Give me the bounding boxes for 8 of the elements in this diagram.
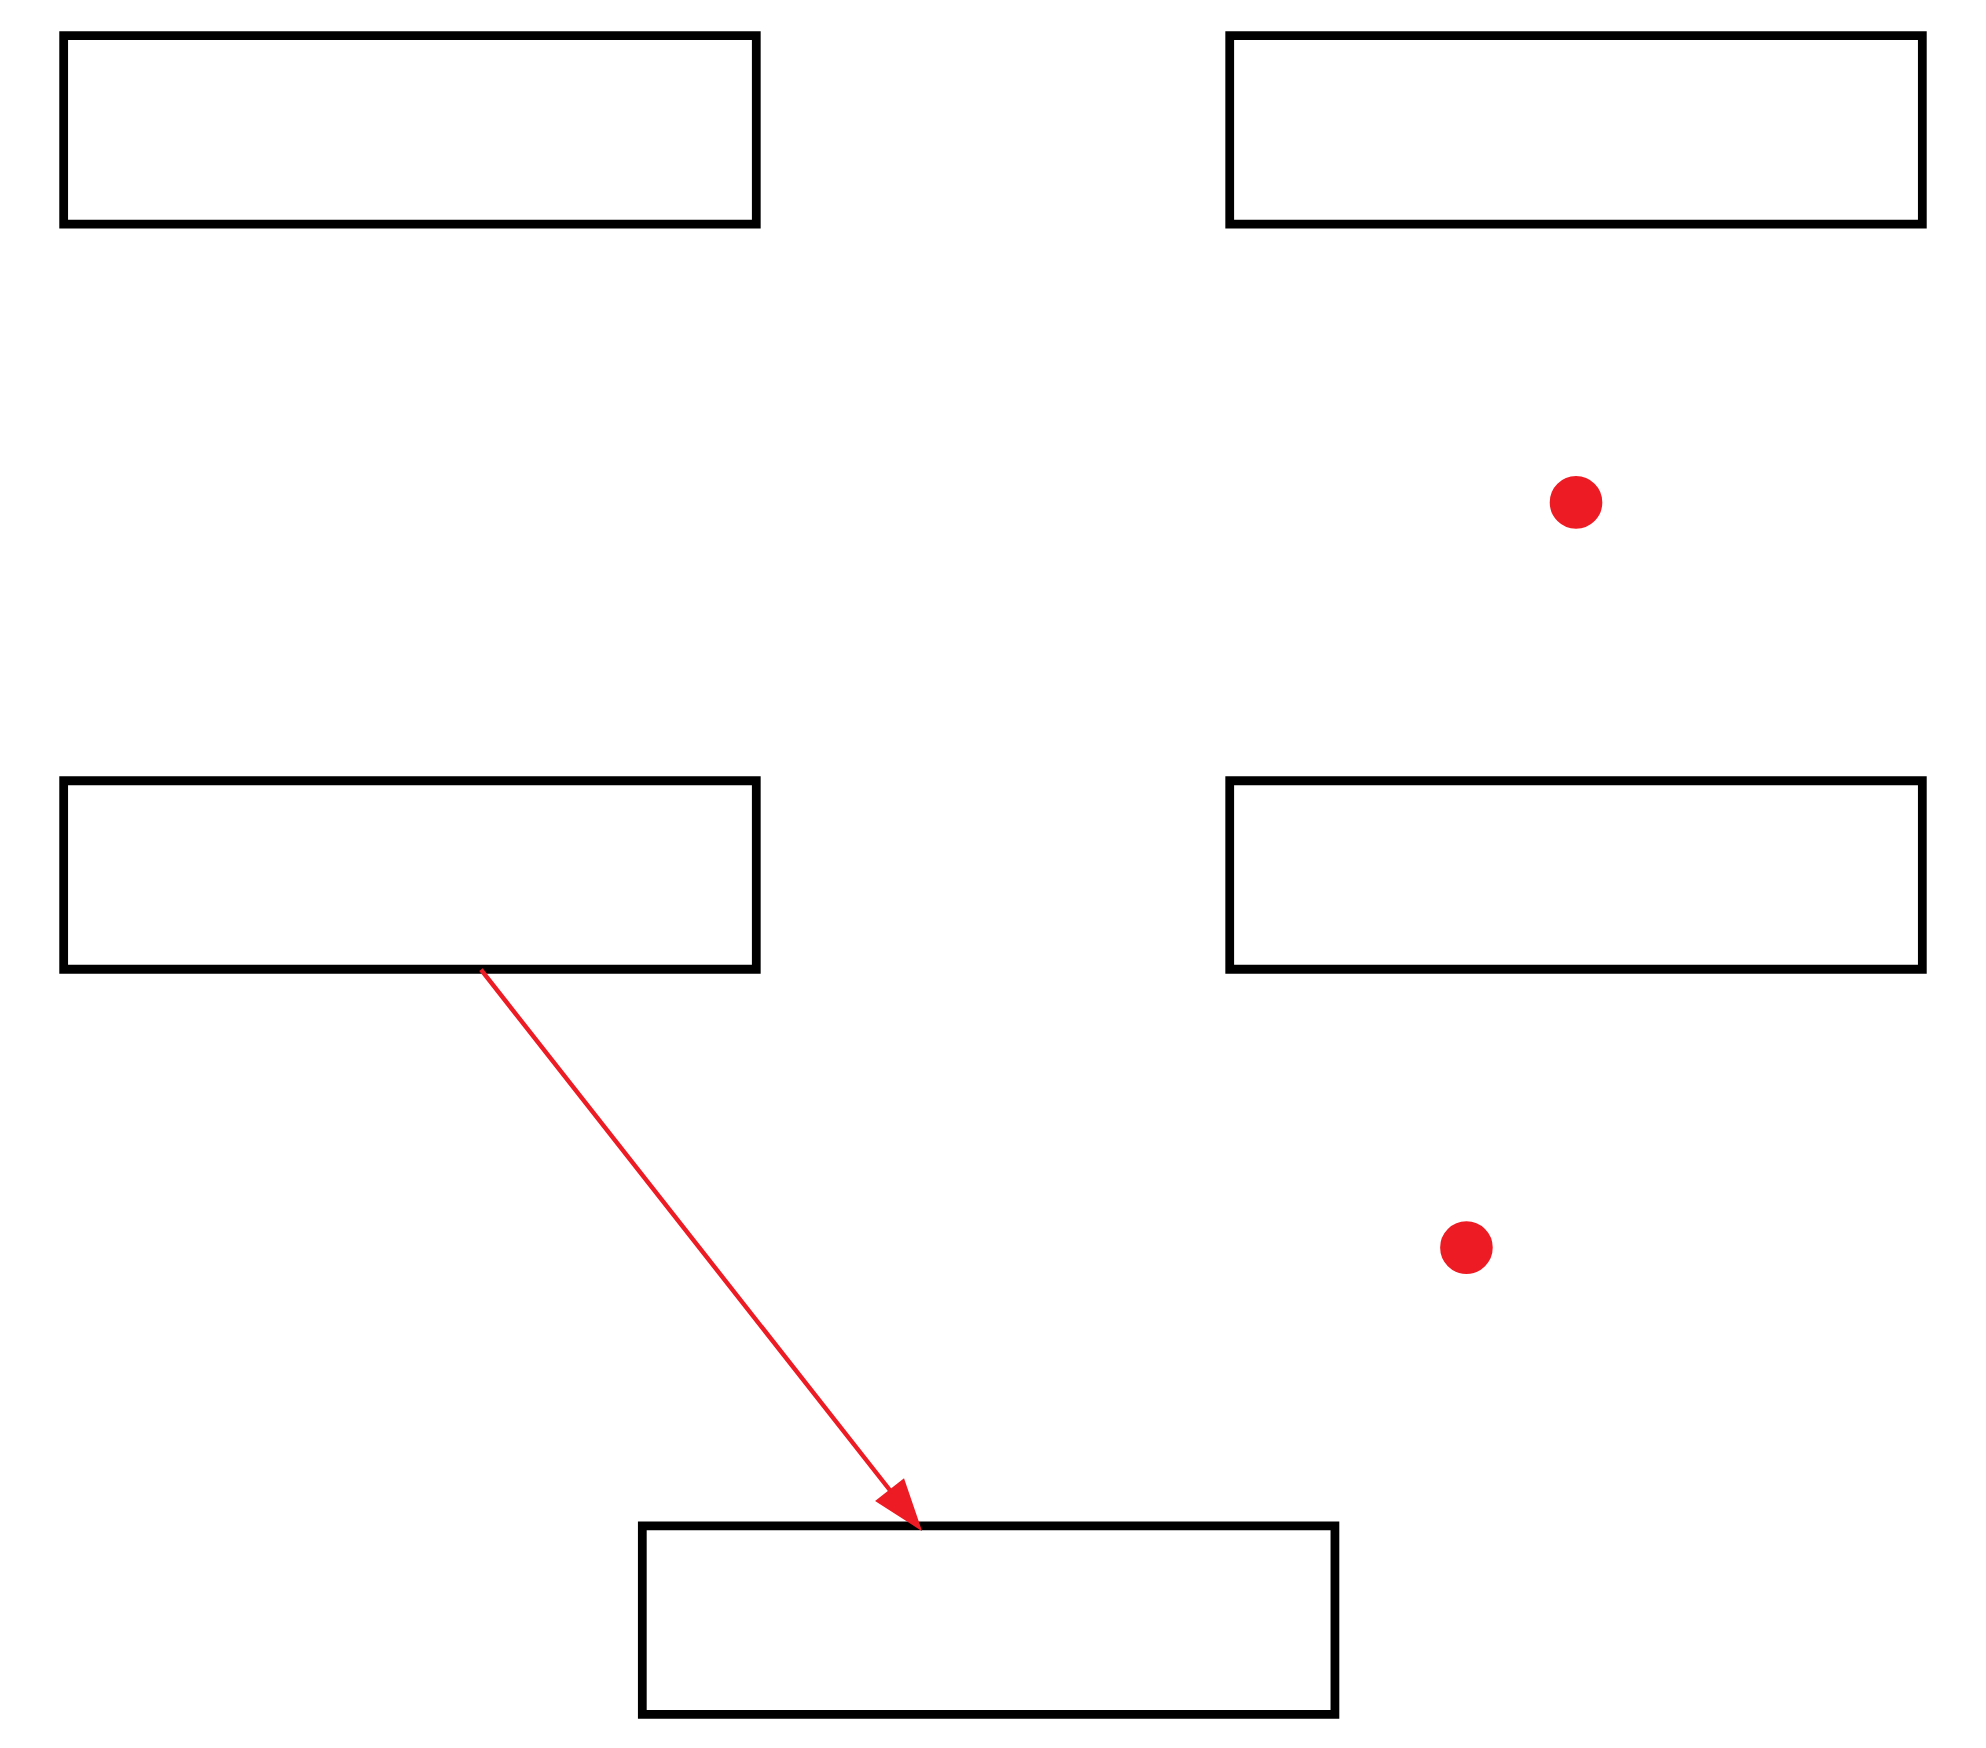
node-box [1225, 775, 1927, 973]
node-circle [1440, 1220, 1493, 1273]
node-circle [1549, 475, 1603, 528]
node-box [1225, 30, 1927, 228]
node-box [59, 775, 761, 973]
node-box [59, 30, 761, 228]
arrow [479, 967, 923, 1531]
node-box [637, 1520, 1340, 1718]
